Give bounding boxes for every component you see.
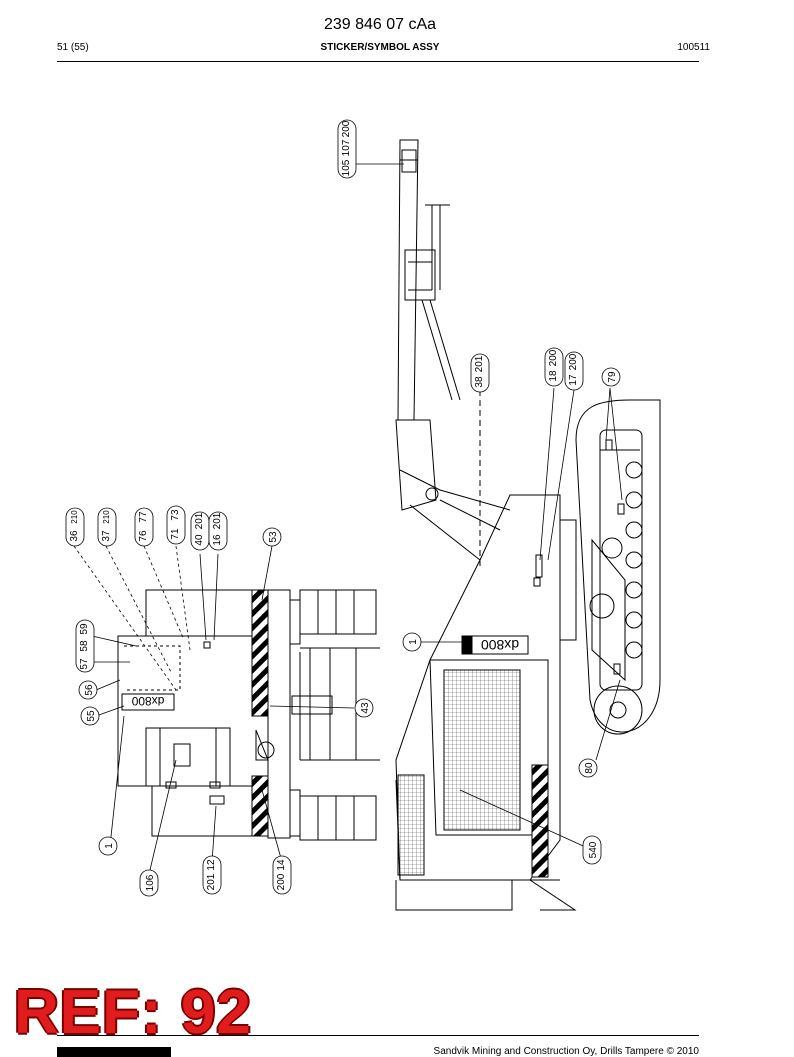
svg-text:12: 12	[206, 859, 217, 871]
svg-text:77: 77	[138, 511, 149, 523]
svg-text:201: 201	[206, 873, 217, 890]
callout-106	[139, 869, 159, 897]
footer-company-line: Sandvik Mining and Construction Oy, Dril…	[433, 1046, 699, 1057]
svg-text:200: 200	[568, 353, 579, 370]
callout-76-77	[134, 507, 154, 547]
reference-stamp: REF: 92	[14, 978, 252, 1047]
svg-text:43: 43	[360, 702, 371, 714]
callouts: 105 107 200 38 201 18 200 17 200 79 36 2…	[65, 119, 621, 897]
svg-text:76: 76	[138, 530, 149, 542]
svg-text:56: 56	[84, 684, 95, 696]
svg-text:201: 201	[474, 355, 485, 372]
callout-1-left	[98, 836, 118, 856]
callout-79	[601, 367, 621, 387]
callout-105-107-200	[337, 119, 357, 179]
svg-text:53: 53	[268, 531, 279, 543]
svg-text:80: 80	[584, 762, 595, 774]
machine-side-view: dx800	[395, 139, 661, 911]
callout-201-12	[202, 855, 222, 895]
machine-top-view: dx800	[117, 589, 380, 841]
svg-text:1: 1	[104, 843, 115, 849]
callout-80	[578, 758, 598, 778]
callout-38-201	[470, 353, 490, 393]
svg-text:106: 106	[145, 874, 156, 891]
callout-56	[78, 680, 98, 700]
svg-text:105: 105	[341, 159, 352, 176]
callout-55	[80, 706, 100, 726]
callout-71-73	[166, 505, 186, 545]
svg-text:200: 200	[276, 873, 287, 890]
svg-text:37: 37	[101, 530, 112, 542]
svg-text:73: 73	[170, 509, 181, 521]
svg-text:107: 107	[341, 139, 352, 156]
svg-text:79: 79	[607, 371, 618, 383]
svg-text:71: 71	[170, 528, 181, 540]
svg-text:36: 36	[69, 530, 80, 542]
svg-text:210: 210	[102, 510, 111, 524]
callout-540	[582, 835, 602, 865]
callout-16-201	[208, 511, 228, 551]
svg-text:200: 200	[548, 349, 559, 366]
svg-text:1: 1	[408, 639, 419, 645]
svg-text:210: 210	[70, 510, 79, 524]
svg-text:40: 40	[194, 534, 205, 546]
svg-text:58: 58	[79, 640, 90, 652]
callout-43	[354, 698, 374, 718]
callout-18-200	[544, 347, 564, 387]
svg-text:16: 16	[212, 534, 223, 546]
page-number: 51 (55)	[57, 42, 89, 53]
document-number: 239 846 07 cAa	[323, 16, 437, 33]
section-title: STICKER/SYMBOL ASSY	[320, 42, 440, 53]
svg-text:59: 59	[79, 623, 90, 635]
callout-200-14	[272, 855, 292, 895]
svg-text:14: 14	[276, 859, 287, 871]
callout-17-200	[564, 351, 584, 391]
date-code: 100511	[677, 42, 710, 53]
svg-text:201: 201	[194, 512, 205, 529]
svg-text:55: 55	[86, 710, 97, 722]
svg-text:18: 18	[548, 370, 559, 382]
model-badge-left: dx800	[131, 694, 164, 708]
footer-rule	[57, 1035, 699, 1036]
company-logo	[57, 1047, 171, 1057]
callout-36-210	[65, 507, 85, 547]
svg-text:540: 540	[588, 841, 599, 858]
svg-text:200: 200	[341, 120, 352, 137]
leader-lines	[73, 163, 623, 871]
model-badge-right: dx800	[481, 637, 519, 653]
callout-1-right	[402, 632, 422, 652]
header-rule	[57, 61, 699, 62]
callout-57-58-59	[75, 619, 95, 673]
svg-text:57: 57	[79, 658, 90, 670]
svg-text:201: 201	[212, 512, 223, 529]
callout-53	[262, 527, 282, 547]
svg-text:38: 38	[474, 376, 485, 388]
svg-text:17: 17	[568, 374, 579, 386]
callout-37-210	[97, 507, 117, 547]
